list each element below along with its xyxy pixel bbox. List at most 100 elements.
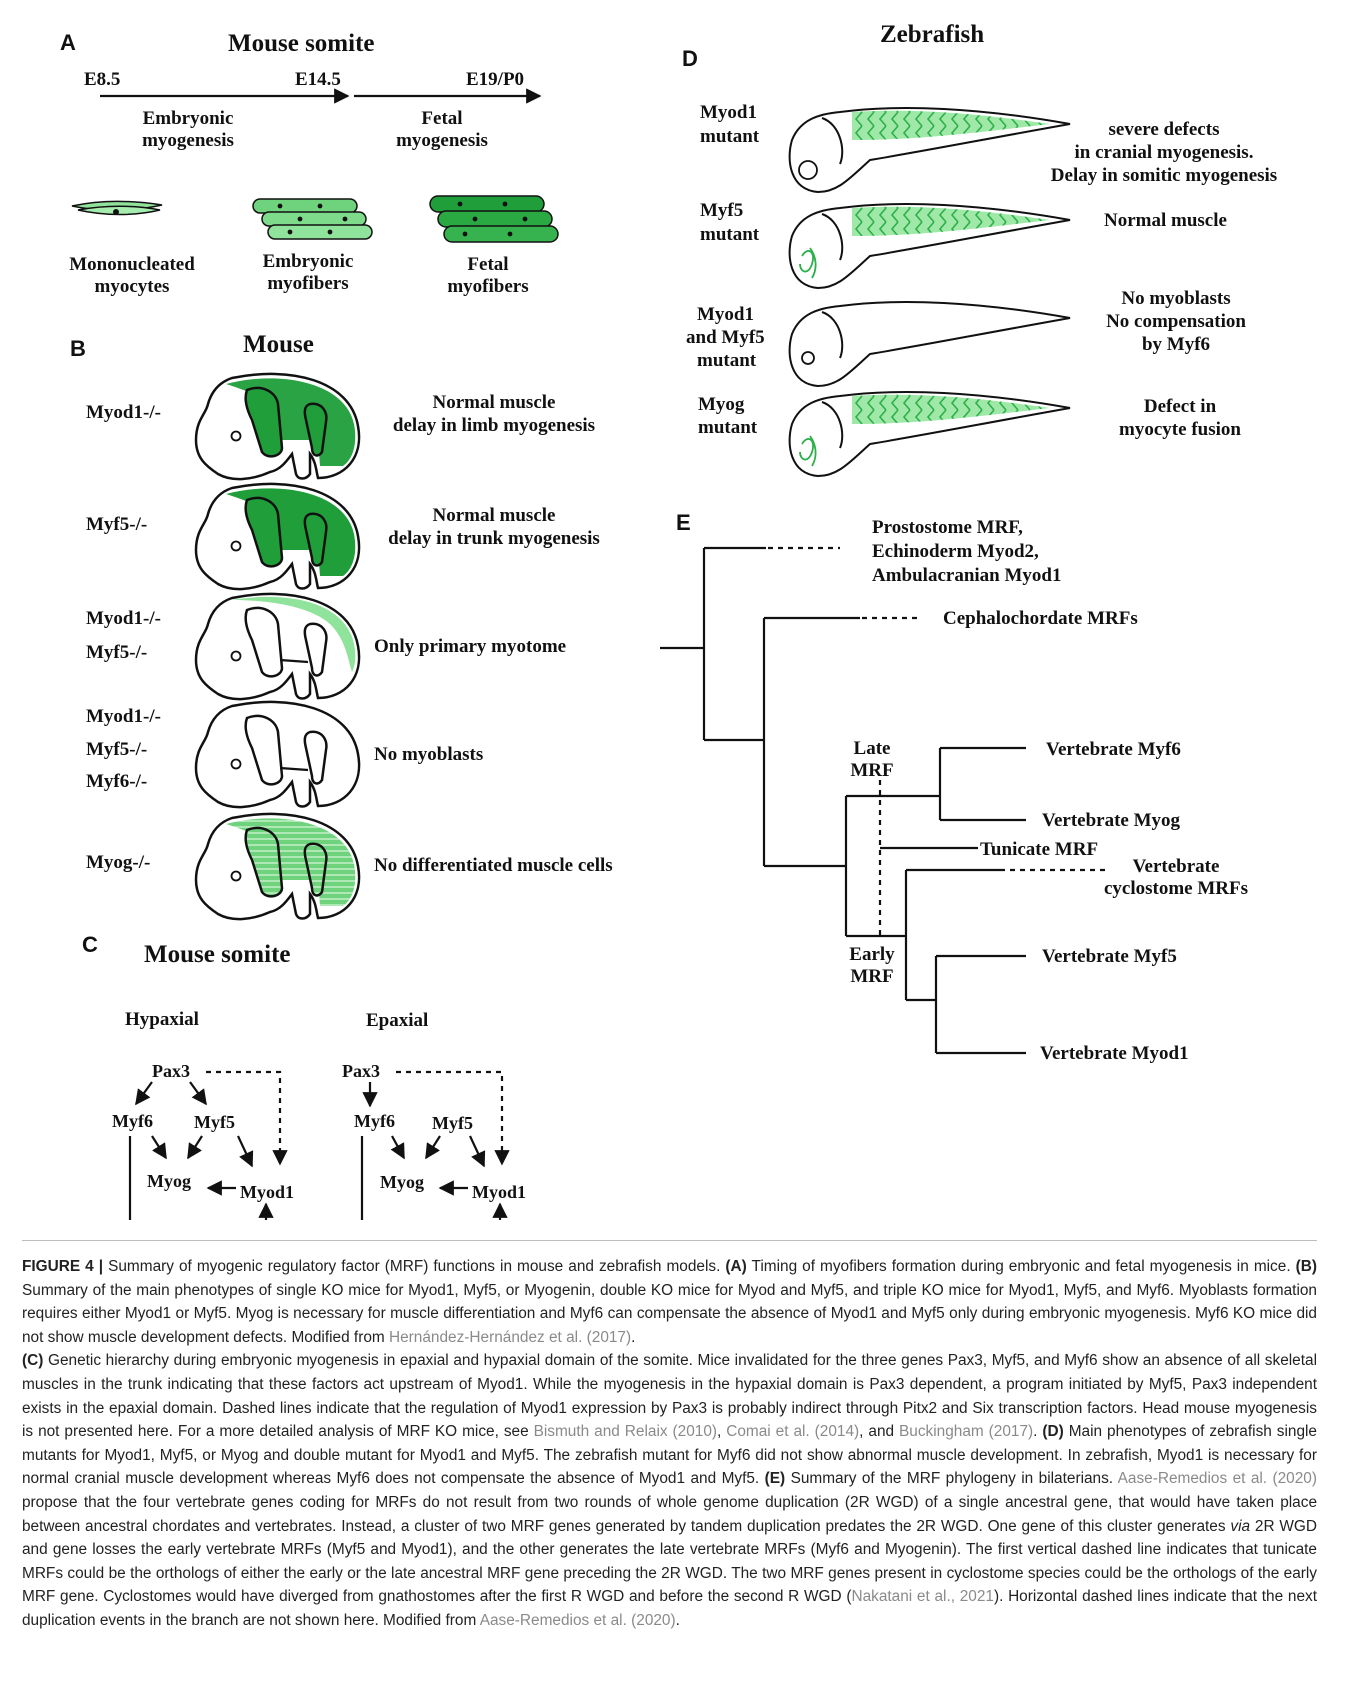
panel-c: C Mouse somite Hypaxial Pax3 Myf6 Myf5 M… xyxy=(82,932,526,1220)
panel-c-letter: C xyxy=(82,932,98,957)
hyp-myog: Myog xyxy=(147,1171,191,1191)
d-row3-genotype-l1: Myod1 xyxy=(697,304,754,325)
d-row1-phenotype-l2: in cranial myogenesis. xyxy=(1075,142,1254,163)
d-row1-phenotype-l1: severe defects xyxy=(1109,119,1220,140)
hypaxial-label: Hypaxial xyxy=(125,1009,199,1030)
epax-myod1: Myod1 xyxy=(472,1182,526,1202)
embryonic-myofibers-illustration xyxy=(252,198,373,240)
caption-text: , and xyxy=(859,1423,900,1441)
epaxial-label: Epaxial xyxy=(366,1010,428,1031)
b-row1-genotype: Myod1-/- xyxy=(86,402,161,423)
e-early-mrf-l2: MRF xyxy=(850,966,893,987)
caption-text: 2R WGD and gene losses the early vertebr… xyxy=(22,1517,1317,1606)
caption-paragraph-2: (C) Genetic hierarchy during embryonic m… xyxy=(22,1349,1317,1632)
hyp-pax3: Pax3 xyxy=(152,1061,190,1081)
b-row3-genotype-l2: Myf5-/- xyxy=(86,642,147,663)
panel-b-title: Mouse xyxy=(243,331,314,358)
caption-text: Genetic hierarchy during embryonic myoge… xyxy=(22,1352,1317,1441)
e-cyclostome-l1: Vertebrate xyxy=(1133,856,1220,877)
caption-text: Summary of myogenic regulatory factor (M… xyxy=(103,1258,726,1275)
b-row4-embryo xyxy=(194,700,361,809)
panel-d-letter: D xyxy=(682,46,698,71)
e-vert-myf5: Vertebrate Myf5 xyxy=(1042,946,1177,967)
panel-a: A Mouse somite E8.5 E14.5 E19/P0 Embryon… xyxy=(60,30,559,297)
b-row5-genotype: Myog-/- xyxy=(86,852,150,873)
citation-link[interactable]: Aase-Remedios et al. (2020) xyxy=(1117,1470,1317,1488)
citation-link[interactable]: Aase-Remedios et al. (2020) xyxy=(479,1611,676,1629)
timepoint-e145: E14.5 xyxy=(295,69,341,90)
d-fish4 xyxy=(788,391,1071,478)
e-prostostome-l2: Echinoderm Myod2, xyxy=(872,541,1039,562)
caption-text: . xyxy=(1033,1423,1043,1441)
panel-c-title: Mouse somite xyxy=(144,941,291,968)
e-vert-myog: Vertebrate Myog xyxy=(1042,810,1181,831)
e-prostostome-l3: Ambulacranian Myod1 xyxy=(872,565,1062,586)
d-row3-genotype-l3: mutant xyxy=(697,350,757,371)
cell-embryonic-l1: Embryonic xyxy=(263,251,354,272)
panel-b-letter: B xyxy=(70,336,86,361)
b-row3-phenotype: Only primary myotome xyxy=(374,636,566,657)
citation-link[interactable]: Buckingham (2017) xyxy=(899,1423,1034,1441)
phase-fetal-l1: Fetal xyxy=(421,108,462,129)
e-prostostome-l1: Prostostome MRF, xyxy=(872,517,1023,538)
caption-text: Main phenotypes of zebrafish single muta… xyxy=(22,1423,1317,1488)
citation-link[interactable]: Nakatani et al., 2021 xyxy=(851,1588,994,1606)
b-row2-genotype: Myf5-/- xyxy=(86,514,147,535)
epax-myf5: Myf5 xyxy=(432,1113,473,1133)
caption-panel-e-ref: (E) xyxy=(764,1470,786,1488)
panel-a-letter: A xyxy=(60,30,76,55)
d-row1-phenotype-l3: Delay in somitic myogenesis xyxy=(1051,165,1277,186)
hyp-myod1: Myod1 xyxy=(240,1182,294,1202)
caption-text: , xyxy=(717,1423,727,1441)
b-row3-embryo xyxy=(194,592,361,701)
b-row2-phenotype-l2: delay in trunk myogenesis xyxy=(388,528,600,549)
d-row4-genotype-l2: mutant xyxy=(698,417,758,438)
caption-text: Summary of the MRF phylogeny in bilateri… xyxy=(785,1470,1118,1488)
citation-link[interactable]: Hernández-Hernández et al. (2017) xyxy=(389,1328,632,1346)
phase-fetal-l2: myogenesis xyxy=(396,130,488,151)
panel-e-letter: E xyxy=(676,510,691,535)
phase-embryonic-l1: Embryonic xyxy=(143,108,234,129)
b-row5-embryo xyxy=(194,812,361,921)
b-row4-phenotype: No myoblasts xyxy=(374,744,483,765)
b-row5-phenotype: No differentiated muscle cells xyxy=(374,855,613,876)
e-vert-myf6: Vertebrate Myf6 xyxy=(1046,739,1181,760)
mononucleated-myocytes-illustration xyxy=(71,200,163,216)
d-fish2 xyxy=(788,203,1071,290)
d-row4-phenotype-l1: Defect in xyxy=(1144,396,1217,417)
panel-d: Zebrafish D Myod1 mutant severe defects … xyxy=(682,21,1277,478)
cell-fetal-l2: myofibers xyxy=(447,276,528,297)
b-row3-genotype-l1: Myod1-/- xyxy=(86,608,161,629)
e-late-mrf-l1: Late xyxy=(854,738,891,759)
d-row2-genotype-l1: Myf5 xyxy=(700,200,743,221)
caption-italic: via xyxy=(1230,1517,1251,1535)
panel-d-title: Zebrafish xyxy=(880,21,984,48)
d-row3-genotype-l2: and Myf5 xyxy=(686,327,765,348)
b-row1-embryo xyxy=(194,372,361,481)
d-row1-genotype-l1: Myod1 xyxy=(700,102,757,123)
fetal-myofibers-illustration xyxy=(429,195,559,243)
cell-embryonic-l2: myofibers xyxy=(267,273,348,294)
d-fish1 xyxy=(788,107,1071,194)
e-tunicate: Tunicate MRF xyxy=(980,839,1098,860)
cell-fetal-l1: Fetal xyxy=(467,254,508,275)
b-row1-phenotype-l2: delay in limb myogenesis xyxy=(393,415,595,436)
caption-panel-d-ref: (D) xyxy=(1042,1423,1064,1441)
hyp-myf5: Myf5 xyxy=(194,1112,235,1132)
timepoint-e19: E19/P0 xyxy=(466,69,524,90)
d-fish3 xyxy=(788,301,1071,388)
b-row2-embryo xyxy=(194,482,361,591)
d-row1-genotype-l2: mutant xyxy=(700,126,760,147)
b-row4-genotype-l3: Myf6-/- xyxy=(86,771,147,792)
b-row4-genotype-l1: Myod1-/- xyxy=(86,706,161,727)
caption-panel-c-ref: (C) xyxy=(22,1352,44,1370)
caption-figure-label: FIGURE 4 | xyxy=(22,1258,104,1275)
b-row4-genotype-l2: Myf5-/- xyxy=(86,739,147,760)
citation-link[interactable]: Comai et al. (2014) xyxy=(726,1423,860,1441)
figure-caption: FIGURE 4 | Summary of myogenic regulator… xyxy=(22,1240,1317,1633)
e-late-mrf-l2: MRF xyxy=(850,760,893,781)
d-row3-phenotype-l1: No myoblasts xyxy=(1121,288,1230,309)
panel-b: B Mouse Myod1-/- Normal muscle delay in … xyxy=(70,331,613,921)
citation-link[interactable]: Bismuth and Relaix (2010) xyxy=(533,1423,717,1441)
